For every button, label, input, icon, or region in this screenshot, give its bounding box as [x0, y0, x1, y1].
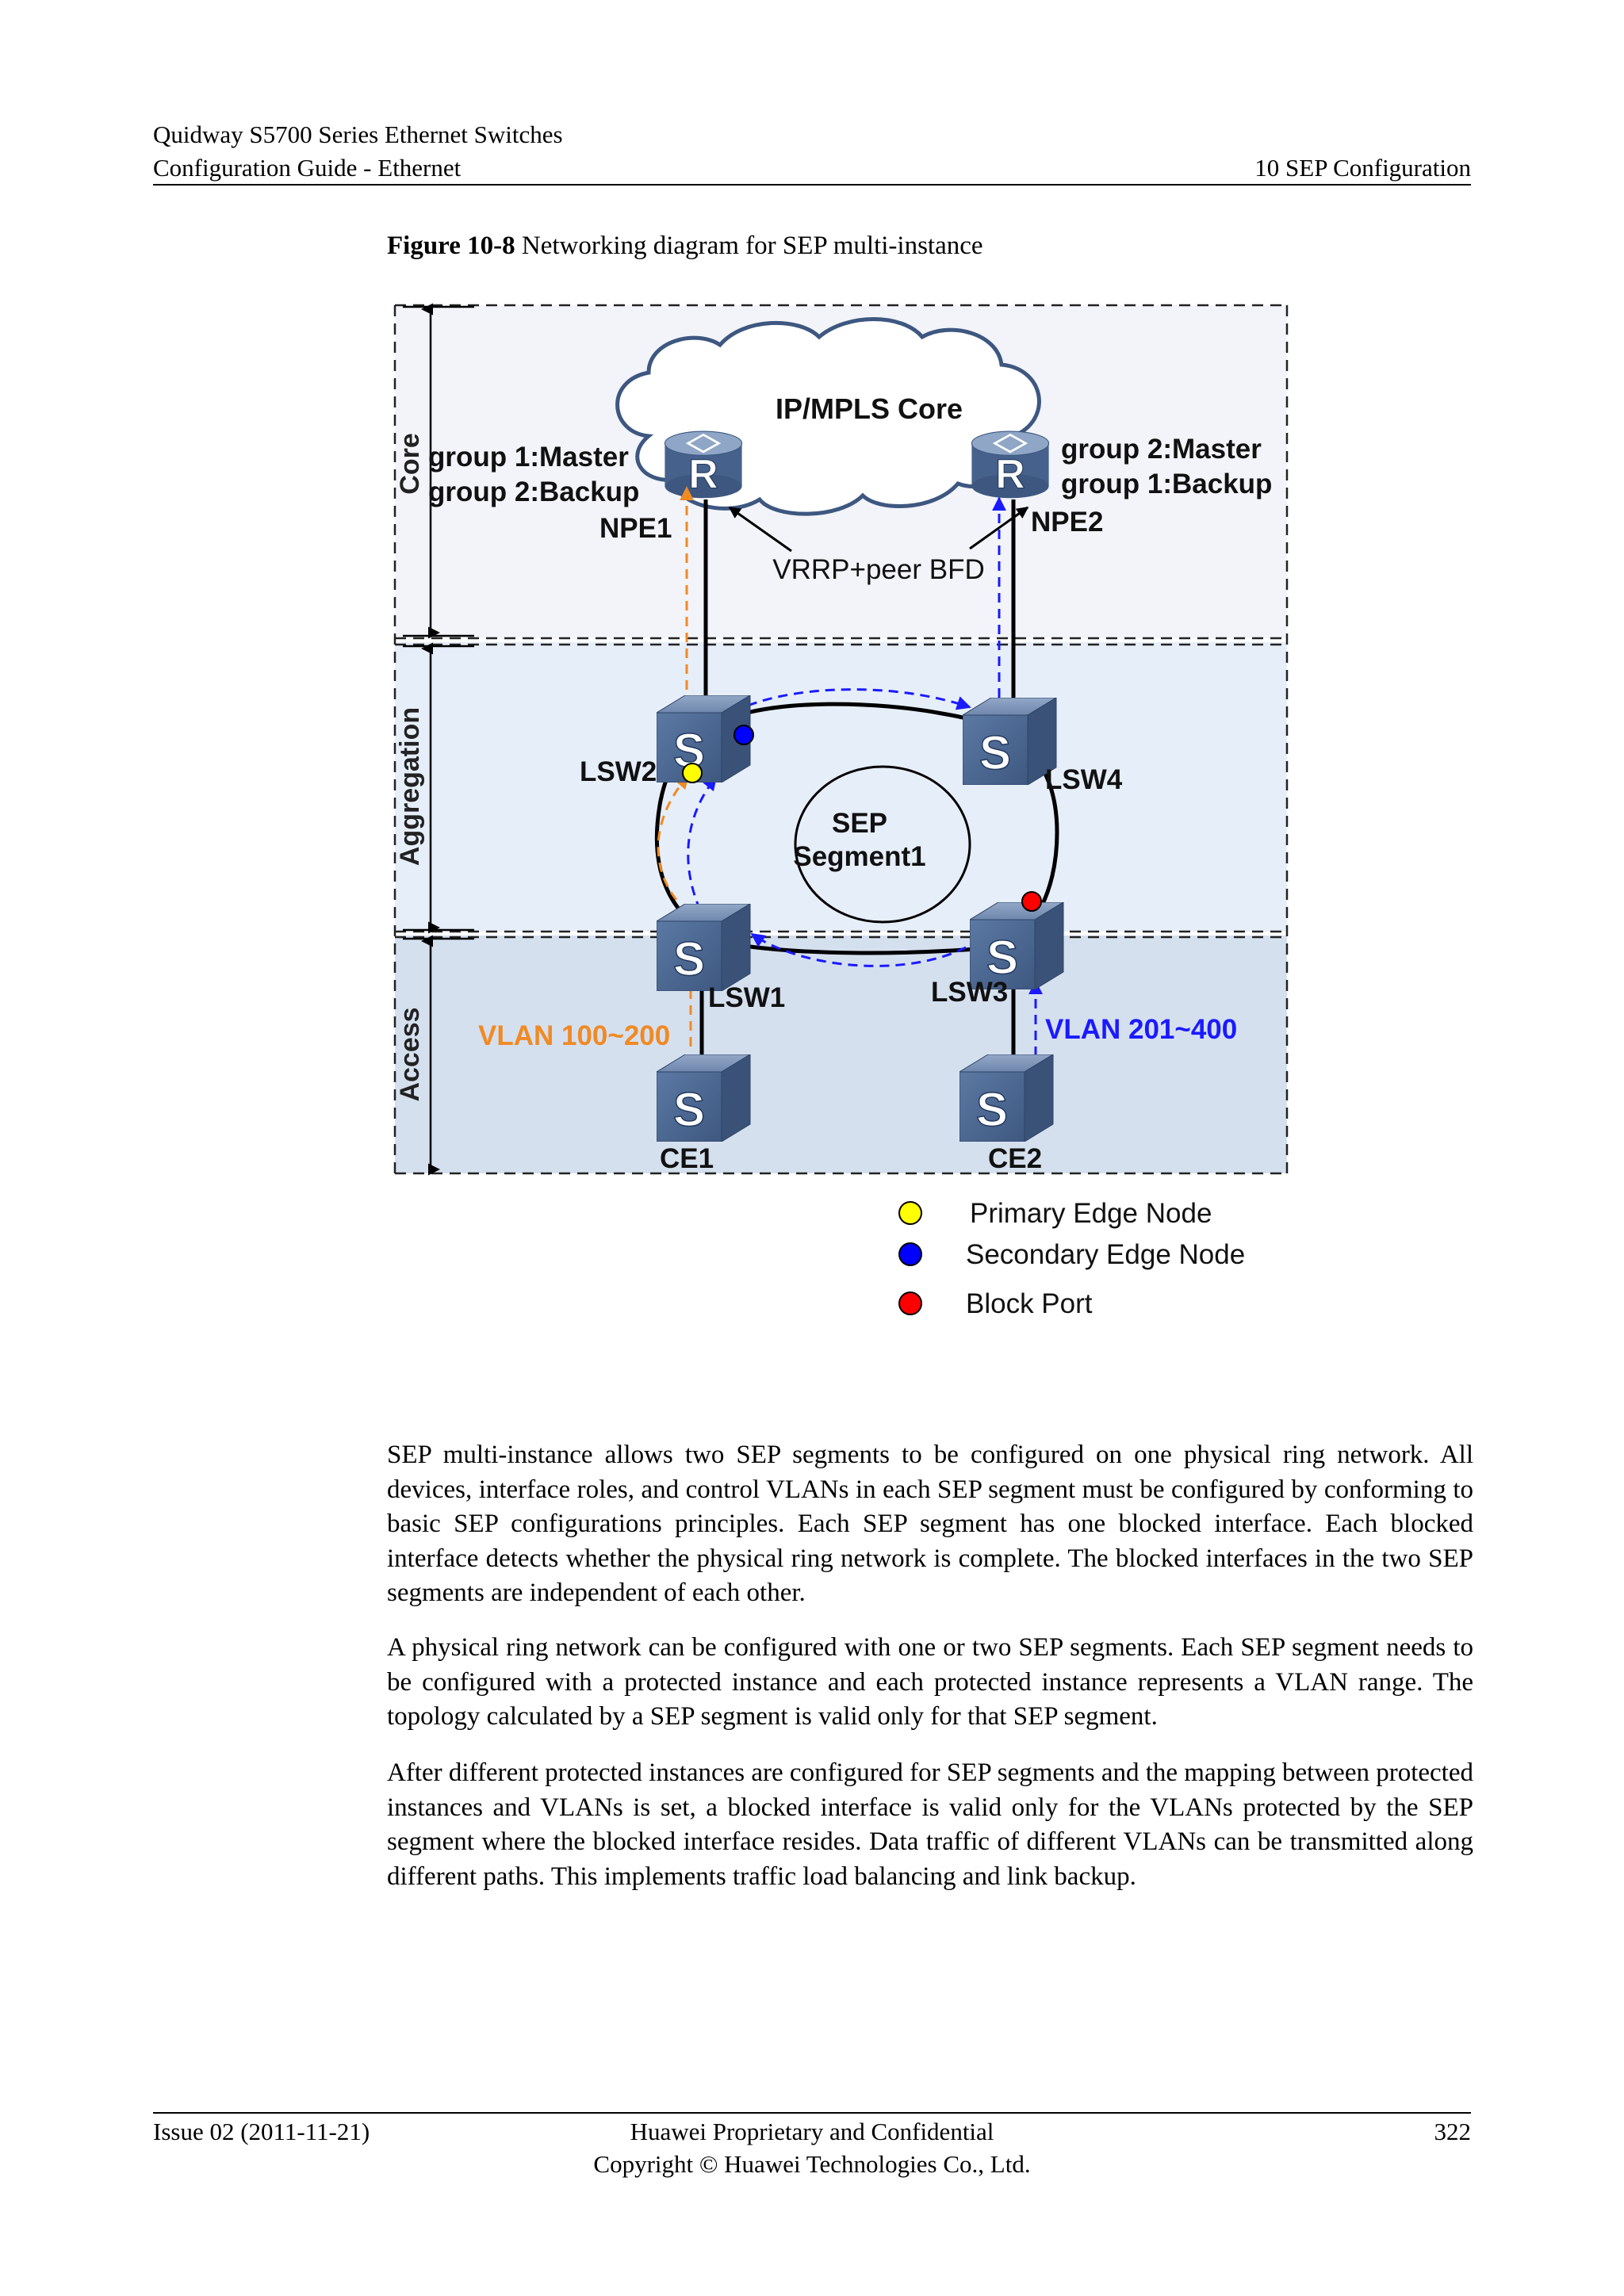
ce1-label: CE1	[660, 1143, 714, 1174]
npe1-router-icon	[664, 430, 743, 499]
npe1-group-line2: group 2:Backup	[428, 476, 639, 507]
access-layer-bg	[395, 936, 1287, 1173]
figure-number: Figure 10-8	[387, 232, 515, 260]
footer-issue: Issue 02 (2011-11-21)	[153, 2118, 370, 2145]
block-port-icon	[1021, 891, 1042, 912]
access-layer-label: Access	[395, 1007, 425, 1101]
ce2-switch-icon	[959, 1054, 1054, 1142]
sep-network-diagram: S R Core Aggregation Access	[393, 303, 1289, 1319]
layer-dimension-arrows	[403, 303, 474, 1176]
paragraph-1: SEP multi-instance allows two SEP segmen…	[387, 1441, 1473, 1607]
footer-confidential: Huawei Proprietary and Confidential	[630, 2118, 994, 2145]
figure-title: Networking diagram for SEP multi-instanc…	[521, 232, 983, 260]
header-chapter: 10 SEP Configuration	[1254, 154, 1471, 182]
header-guide: Configuration Guide - Ethernet	[153, 154, 462, 182]
segment-label-line1: SEP	[832, 808, 887, 839]
lsw2-label: LSW2	[580, 756, 657, 787]
lsw4-switch-icon	[963, 698, 1057, 785]
paragraph-2: A physical ring network can be configure…	[387, 1633, 1473, 1731]
footer-rule	[153, 2112, 1471, 2114]
lsw1-label: LSW1	[708, 982, 785, 1013]
vlan1-traffic-path	[657, 486, 698, 1047]
legend-primary-icon	[898, 1201, 922, 1225]
vlan2-label: VLAN 201~400	[1045, 1014, 1237, 1045]
legend-block-icon	[898, 1292, 922, 1315]
paragraph-3: After different protected instances are …	[387, 1758, 1473, 1891]
vrrp-label: VRRP+peer BFD	[772, 554, 984, 585]
npe1-group-line1: group 1:Master	[428, 442, 629, 473]
vrrp-arrow-npe2	[969, 506, 1029, 550]
header-rule	[153, 184, 1471, 186]
segment-label-line2: Segment1	[793, 841, 925, 872]
secondary-edge-port-icon	[733, 725, 754, 745]
cloud-label: IP/MPLS Core	[776, 392, 963, 425]
ce1-switch-icon	[657, 1054, 751, 1142]
lsw4-label: LSW4	[1045, 764, 1123, 795]
lsw1-switch-icon	[657, 904, 751, 991]
footer-page-number: 322	[1434, 2118, 1472, 2145]
vlan1-label: VLAN 100~200	[478, 1020, 670, 1051]
npe2-group-line1: group 2:Master	[1061, 434, 1262, 465]
aggregation-layer-bg	[395, 642, 1287, 932]
layer-boundaries	[393, 304, 1289, 1175]
legend-secondary-label: Secondary Edge Node	[966, 1239, 1245, 1270]
legend-block-label: Block Port	[966, 1288, 1093, 1319]
sep-segment-ellipse	[794, 765, 971, 924]
npe1-label: NPE1	[599, 513, 672, 544]
core-layer-label: Core	[395, 433, 425, 494]
aggregation-layer-label: Aggregation	[395, 707, 425, 866]
npe2-group-line2: group 1:Backup	[1061, 469, 1272, 499]
npe2-router-icon	[971, 430, 1050, 499]
vrrp-arrow-npe1	[728, 506, 792, 553]
header-product: Quidway S5700 Series Ethernet Switches	[153, 121, 563, 148]
figure-caption: Figure 10-8 Networking diagram for SEP m…	[387, 232, 983, 261]
lsw3-label: LSW3	[931, 977, 1008, 1008]
npe2-label: NPE2	[1031, 507, 1103, 538]
legend-secondary-icon	[898, 1242, 922, 1266]
primary-edge-port-icon	[682, 763, 703, 783]
vlan2-traffic-path	[687, 496, 1043, 1056]
ce2-label: CE2	[988, 1143, 1042, 1174]
legend-primary-label: Primary Edge Node	[970, 1198, 1212, 1229]
footer-copyright: Copyright © Huawei Technologies Co., Ltd…	[593, 2150, 1031, 2178]
